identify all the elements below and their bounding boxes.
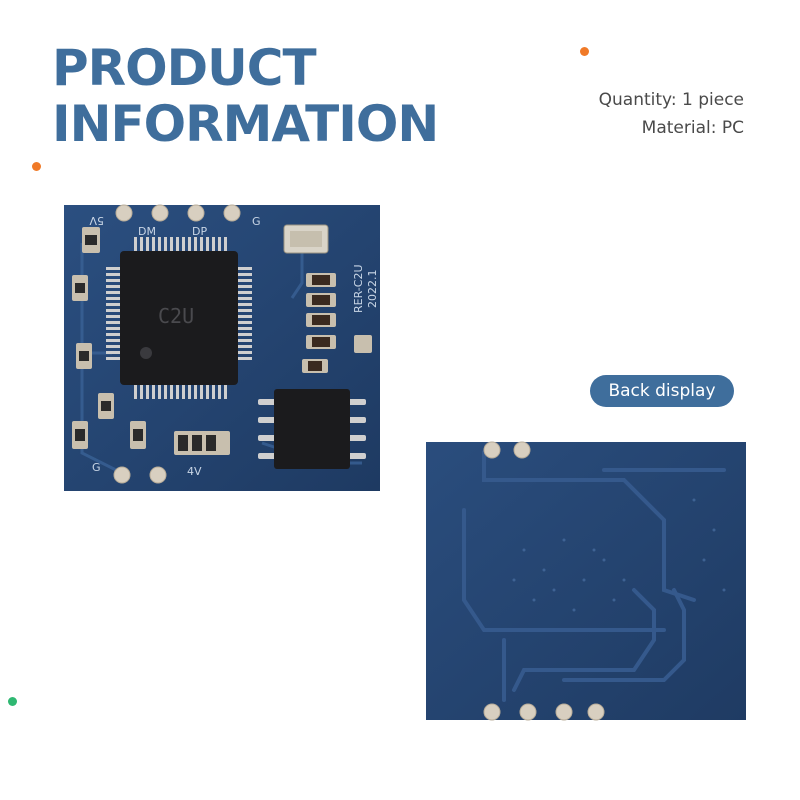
pad xyxy=(187,204,205,222)
decor-dot-orange xyxy=(32,162,41,171)
pad xyxy=(151,204,169,222)
pad xyxy=(115,204,133,222)
silk-model: RER-C2U xyxy=(352,265,365,314)
pad xyxy=(149,466,167,484)
page-title: PRODUCT INFORMATION xyxy=(52,39,439,153)
chip-pins-right xyxy=(238,267,252,360)
title-line-2: INFORMATION xyxy=(52,95,439,153)
smd-resistor xyxy=(354,335,372,353)
silk-g-top: G xyxy=(252,215,261,228)
silk-date: 2022.1 xyxy=(366,270,379,309)
spec-material: Material: PC xyxy=(641,118,744,138)
pad xyxy=(113,466,131,484)
silk-g-bottom: G xyxy=(92,461,101,474)
pcb-back-photo xyxy=(424,440,748,722)
decor-dot-green xyxy=(8,697,17,706)
pad xyxy=(513,441,531,459)
pad xyxy=(519,703,537,721)
eeprom-chip xyxy=(274,389,350,469)
chip-label: C2U xyxy=(158,304,194,328)
silk-4v: 4V xyxy=(187,465,202,478)
pcb-front-photo: 5V DM DP G RER-C2U 2022.1 G 4V xyxy=(62,203,382,493)
pad xyxy=(223,204,241,222)
silk-dp: DP xyxy=(192,225,207,238)
pcb-back-body xyxy=(426,442,746,720)
chip-pin1-dot xyxy=(140,347,152,359)
chip-pins-left xyxy=(106,267,120,360)
decor-dot-orange xyxy=(580,47,589,56)
spec-list: Quantity: 1 piece Material: PC xyxy=(599,86,744,142)
silk-5v: 5V xyxy=(89,214,104,227)
spec-quantity: Quantity: 1 piece xyxy=(598,90,744,110)
silk-dm: DM xyxy=(138,225,156,238)
chip-pins-top xyxy=(134,237,227,251)
pad xyxy=(555,703,573,721)
chip-pins-bottom xyxy=(134,385,227,399)
title-line-1: PRODUCT xyxy=(52,39,317,97)
pad xyxy=(483,441,501,459)
back-display-badge: Back display xyxy=(590,375,734,407)
pad xyxy=(483,703,501,721)
pad xyxy=(587,703,605,721)
